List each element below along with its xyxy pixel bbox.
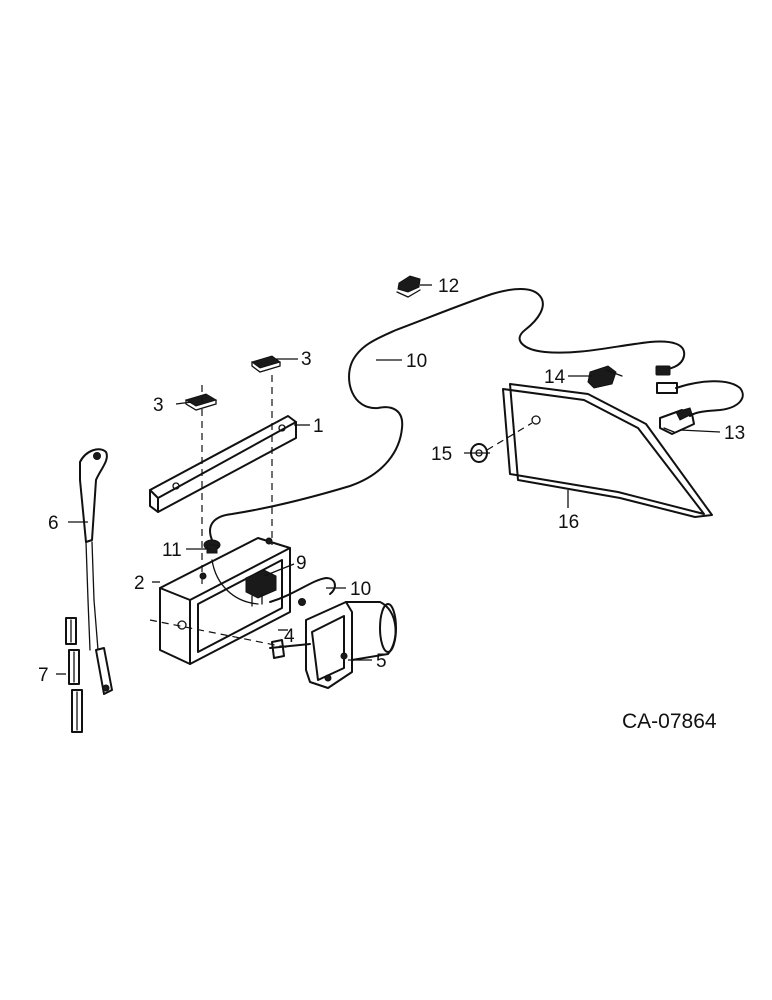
part-9-ground-wire xyxy=(269,577,336,606)
part-10-plug xyxy=(656,382,678,394)
part-11-grommet xyxy=(203,539,221,554)
part-13-switch xyxy=(659,407,695,435)
part-5-wiper-motor xyxy=(305,601,397,689)
part-15-grommet xyxy=(470,422,533,463)
part-1-bracket xyxy=(149,415,297,513)
callout-4: 4 xyxy=(284,626,295,647)
callout-13: 13 xyxy=(724,423,745,444)
leader-lines xyxy=(56,284,721,675)
part-16-panel-gasket xyxy=(502,383,713,518)
drawing-number: CA-07864 xyxy=(622,710,717,733)
part-13-wire xyxy=(675,380,744,417)
callout-2: 2 xyxy=(134,573,145,594)
callout-16: 16 xyxy=(558,512,579,533)
part-10-connector xyxy=(655,365,671,376)
callout-5: 5 xyxy=(376,651,387,672)
part-3-clip-upper xyxy=(250,355,282,373)
part-14-connector xyxy=(587,365,623,389)
part-8-lead xyxy=(211,559,259,605)
callout-3-upper: 3 xyxy=(301,349,312,370)
part-10-wire-harness xyxy=(209,288,686,541)
callout-12: 12 xyxy=(438,276,459,297)
callout-7: 7 xyxy=(38,665,49,686)
callout-6: 6 xyxy=(48,513,59,534)
callout-15: 15 xyxy=(431,444,452,465)
callout-1: 1 xyxy=(313,416,324,437)
part-12-clip xyxy=(396,275,421,298)
callout-8: 9 xyxy=(296,553,307,574)
part-4-shaft xyxy=(269,639,311,659)
callout-9: 10 xyxy=(350,579,371,600)
part-8-relay xyxy=(245,569,277,607)
callout-11: 11 xyxy=(162,540,182,561)
part-6-wiper-arm xyxy=(79,448,113,695)
callout-3-lower: 3 xyxy=(153,395,164,416)
callout-10: 10 xyxy=(406,351,427,372)
part-7-wiper-blade xyxy=(65,617,83,733)
callout-14: 14 xyxy=(544,367,566,388)
